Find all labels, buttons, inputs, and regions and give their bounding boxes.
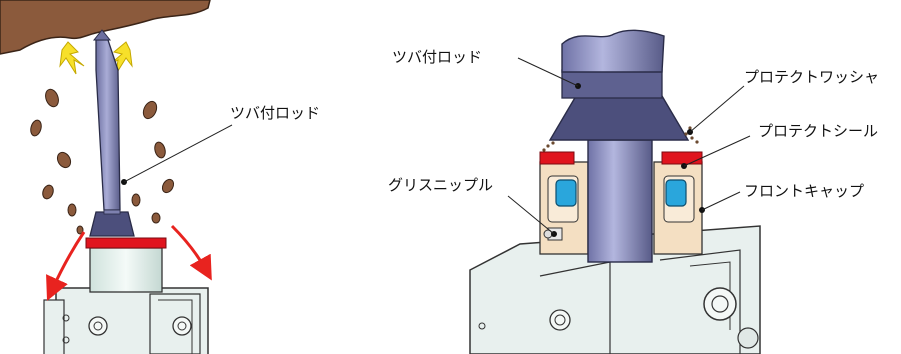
protect-seal-blue-left xyxy=(555,179,577,207)
rod-callout-left: ツバ付ロッド xyxy=(121,104,320,185)
right-panel: ツバ付ロッド プロテクトワッシャ プロテクトシール フロントキャップ グリスニッ… xyxy=(388,29,879,354)
grease-nipple-label: グリスニップル xyxy=(388,176,493,194)
debris xyxy=(30,88,175,235)
breaker-body-right xyxy=(469,225,761,354)
protect-seal-left xyxy=(85,237,167,249)
protect-washer-left xyxy=(539,151,575,165)
protect-washer-label: プロテクトワッシャ xyxy=(744,68,879,86)
front-sleeve xyxy=(89,247,163,293)
left-panel: ツバ付ロッド xyxy=(0,0,320,354)
protect-seal-callout: プロテクトシール xyxy=(681,122,878,169)
rod-label-left: ツバ付ロッド xyxy=(230,104,320,122)
grease-nipple-callout: グリスニップル xyxy=(388,176,557,237)
rod-left xyxy=(89,29,135,237)
protect-seal-label: プロテクトシール xyxy=(758,122,878,140)
debris-arrow-icon xyxy=(46,224,212,301)
protect-washer-right xyxy=(661,151,703,165)
front-cap-callout: フロントキャップ xyxy=(699,182,864,213)
rod-right xyxy=(548,29,690,263)
protect-washer-callout: プロテクトワッシャ xyxy=(687,68,879,135)
rod-callout-right: ツバ付ロッド xyxy=(392,48,581,89)
protect-seal-blue-right xyxy=(665,179,687,207)
breaker-body xyxy=(43,287,209,354)
debris-dots xyxy=(542,126,699,152)
front-cap xyxy=(539,161,703,255)
rod-label-right: ツバ付ロッド xyxy=(392,48,482,66)
front-cap-label: フロントキャップ xyxy=(744,182,864,200)
